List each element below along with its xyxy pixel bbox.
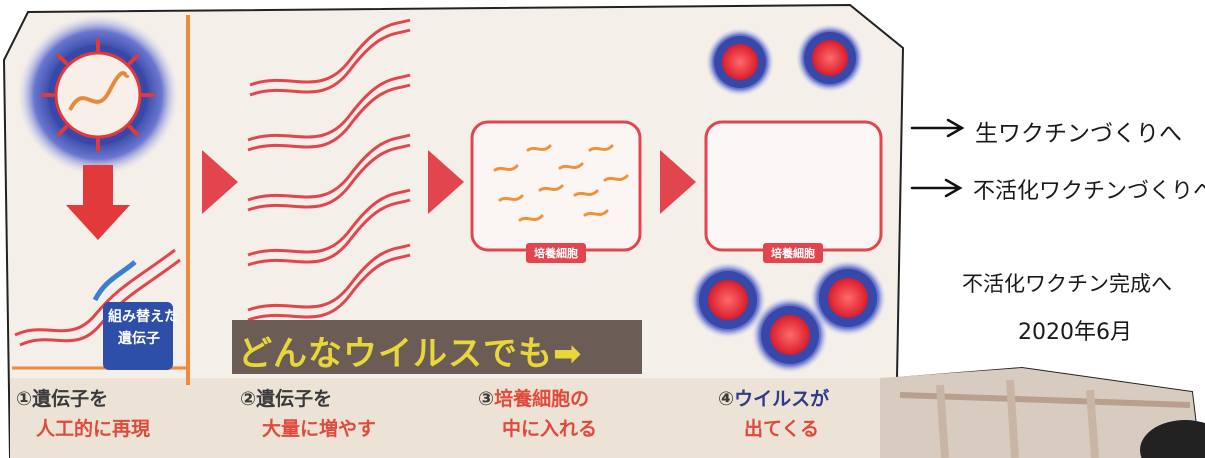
badge-line-2: 遺伝子 [118,331,160,347]
note-live-vaccine: 生ワクチンづくりへ [975,121,1182,147]
culture-dish-1 [470,120,642,252]
released-viruses [690,24,886,373]
recombinant-badge [103,302,173,370]
background-scene [880,368,1200,458]
recombinant-badge-label: 組み替えた 遺伝子 [108,306,178,350]
caption-band [10,378,880,458]
step-1-line-2: 人工的に再現 [36,418,151,440]
banner-box [232,320,642,374]
culture-cell-label-1: 培養細胞 [534,247,578,260]
next-arrow-icon-1 [202,150,238,214]
dna-fragments-in-cells [493,144,629,222]
badge-line-1: 組み替えた [108,309,178,325]
dna-strands-amplified [247,18,411,322]
step-3-line-1: 培養細胞の [494,388,590,410]
step-2-line-2: 大量に増やす [262,418,377,440]
step-4-line-2: 出てくる [744,418,820,440]
step-number-4: ④ [718,388,735,410]
step-1-line-1: 遺伝子を [32,388,109,410]
note-date: 2020年6月 [1018,320,1132,345]
banner-text: どんなウイルスでも➡ [238,334,583,374]
step-number-2: ② [240,388,257,410]
step-3-line-2: 中に入れる [502,418,598,440]
note-inactivated-vaccine: 不活化ワクチンづくりへ [973,179,1205,204]
step-number-1: ① [16,388,33,410]
culture-cell-label-2: 培養細胞 [771,247,815,260]
step-caption-3: ③培養細胞の 中に入れる [478,384,597,444]
step-number-3: ③ [478,388,495,410]
hand-arrow-icon-1 [910,118,965,138]
down-arrow-icon [66,165,130,240]
step-2-line-1: 遺伝子を [256,388,333,410]
step-caption-1: ①遺伝子を 人工的に再現 [16,384,150,444]
note-inactivated-complete: 不活化ワクチン完成へ [962,272,1172,296]
next-arrow-icon-3 [660,150,696,214]
next-arrow-icon-2 [428,150,464,214]
hand-arrow-icon-2 [910,178,963,198]
step-caption-4: ④ウイルスが 出てくる [718,384,829,444]
step-caption-2: ②遺伝子を 大量に増やす [240,384,376,444]
dna-strand-recombinant [14,248,181,347]
culture-dish-2 [704,120,883,252]
virus-illustration-1 [18,15,178,175]
step-4-line-1: ウイルスが [734,388,830,410]
